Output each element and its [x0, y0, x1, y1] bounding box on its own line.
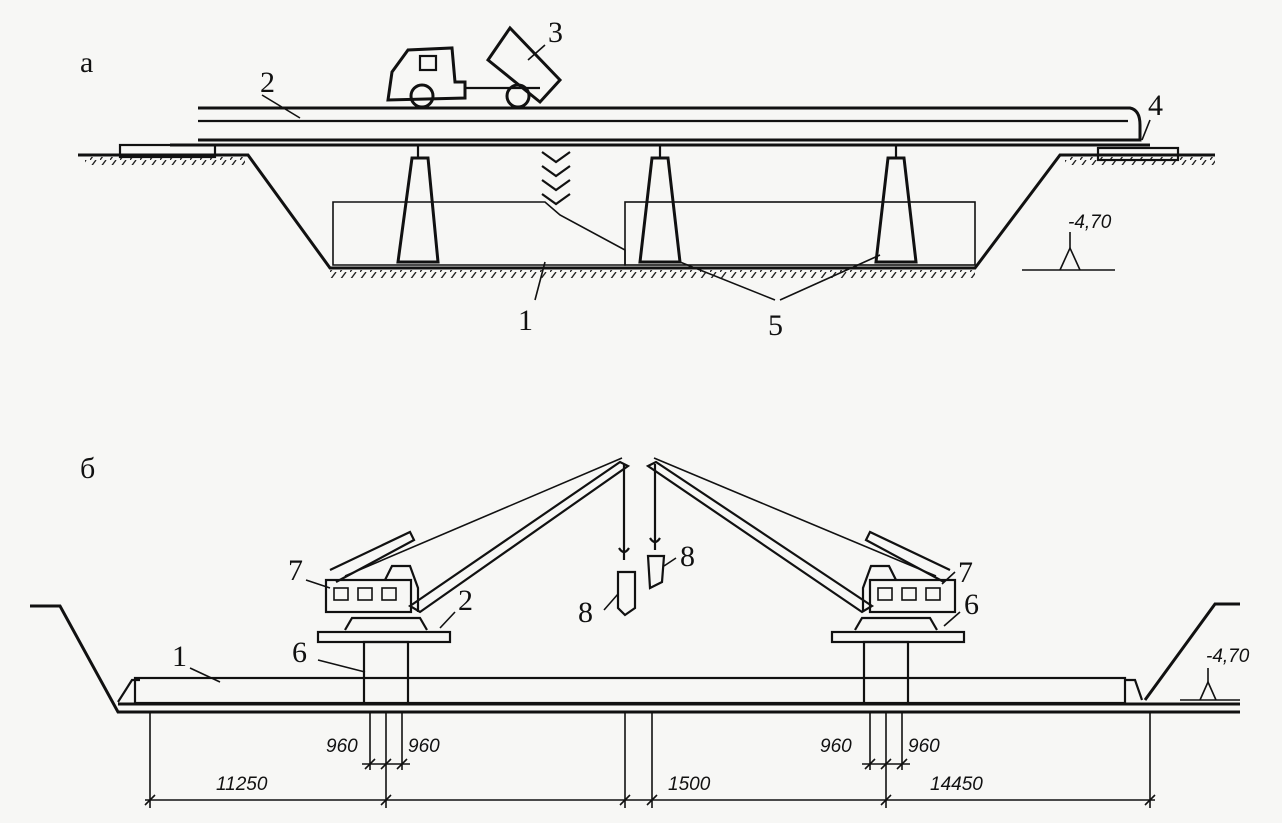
callout-4: 4: [1148, 89, 1163, 122]
panel-label-b: б: [80, 452, 95, 485]
bridge-girder: [198, 106, 1142, 142]
callout-6-right: 6: [964, 588, 979, 621]
pier-2: [638, 156, 682, 264]
leader-1a: [534, 261, 546, 301]
support-right-a: [1096, 146, 1180, 162]
leader-4: [1141, 119, 1151, 141]
figure-b: б: [30, 452, 1250, 808]
leader-6-left: [317, 659, 366, 673]
callout-1-b: 1: [172, 640, 187, 673]
pit-outline-left-b: [30, 604, 1240, 714]
callout-6-left: 6: [292, 636, 307, 669]
callout-7-left: 7: [288, 554, 303, 587]
leader-1-b: [189, 667, 221, 683]
falling-soil: [541, 151, 571, 206]
callout-3: 3: [548, 16, 563, 49]
elevation-triangle-a: [1059, 246, 1081, 271]
callout-2-a: 2: [260, 66, 275, 99]
figure-a: а: [78, 16, 1215, 342]
callout-1-a: 1: [518, 304, 533, 337]
leader-8-left: [603, 593, 619, 611]
pit-outline-a: [78, 153, 1215, 270]
callout-8-right: 8: [680, 540, 695, 573]
leader-5b: [779, 254, 881, 301]
elevation-triangle-b: [1199, 680, 1217, 701]
callout-7-right: 7: [958, 556, 973, 589]
tower-right: [862, 640, 910, 706]
dim-960-4: 960: [908, 736, 940, 757]
callout-5: 5: [768, 309, 783, 342]
leader-7-left: [305, 579, 331, 589]
pit-outline-right-b: [1143, 602, 1240, 701]
leader-2a: [261, 94, 301, 119]
leader-2-b: [439, 611, 456, 629]
backfill-soil: [332, 201, 626, 266]
fill-zone-outline: [624, 201, 976, 266]
pier-3: [874, 156, 918, 264]
block-right: [646, 554, 666, 590]
tower-left: [362, 640, 410, 706]
elevation-value-b: -4,70: [1206, 646, 1250, 667]
block-left: [616, 570, 637, 617]
elevation-value-a: -4,70: [1068, 212, 1112, 233]
dim-960-3: 960: [820, 736, 852, 757]
panel-label-a: а: [80, 46, 93, 79]
dim-11250: 11250: [216, 774, 268, 795]
slab-left-end: [117, 678, 140, 703]
leader-5a: [679, 261, 776, 301]
callout-2-b: 2: [458, 584, 473, 617]
support-left-a: [118, 143, 217, 159]
leader-6-right: [943, 611, 961, 627]
leader-3: [527, 44, 546, 61]
dim-14450: 14450: [930, 774, 983, 795]
callout-8-left: 8: [578, 596, 593, 629]
leader-8-right: [663, 557, 677, 567]
crane-left: [316, 457, 631, 644]
dump-truck: [386, 25, 563, 109]
pier-1: [396, 156, 440, 264]
dimension-lines: [144, 712, 1156, 808]
hatched-slab: [133, 676, 1127, 705]
ground-hatch-bottom-a: [330, 270, 975, 278]
crane-right: [645, 457, 966, 644]
ground-hatch-left-a: [85, 157, 245, 165]
slab-right-end: [1125, 678, 1144, 701]
dim-1500: 1500: [668, 774, 711, 795]
dim-960-2: 960: [408, 736, 440, 757]
leader-7-right: [941, 571, 956, 585]
dim-960-1: 960: [326, 736, 358, 757]
